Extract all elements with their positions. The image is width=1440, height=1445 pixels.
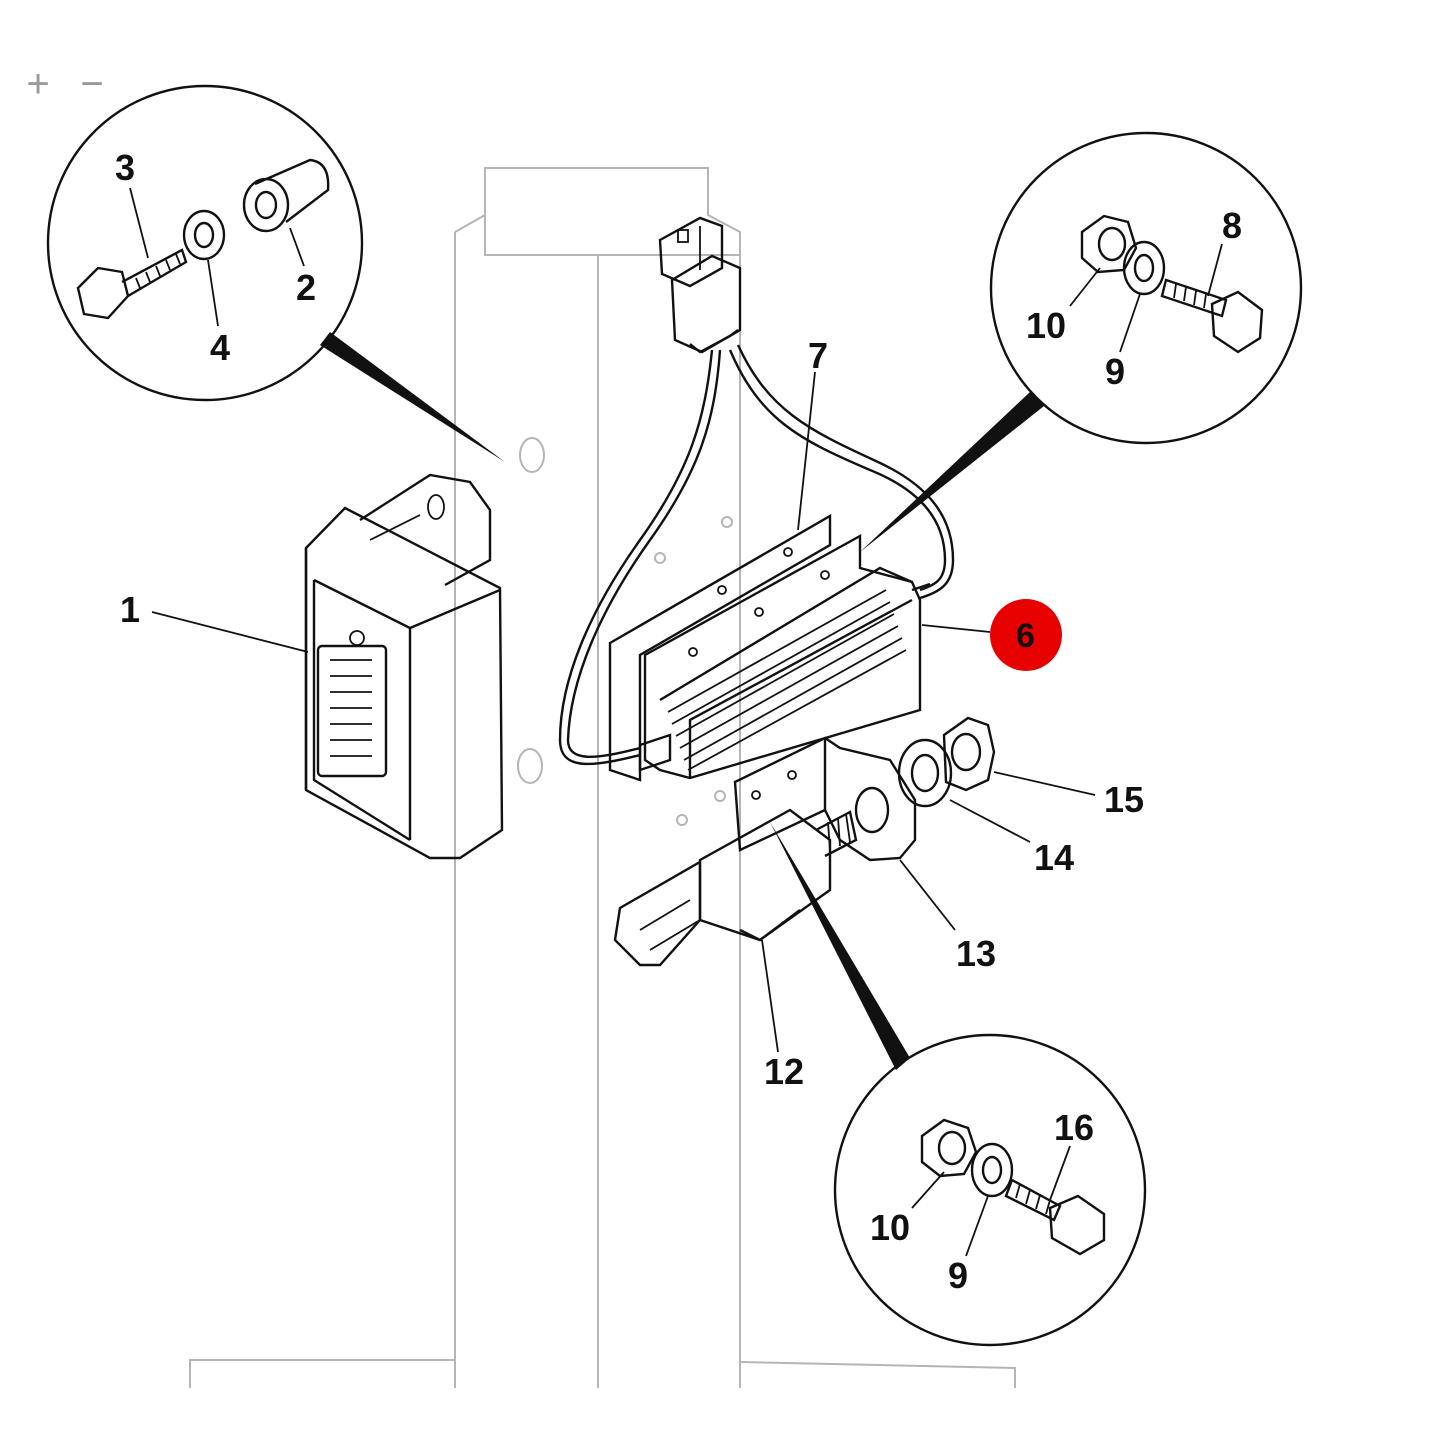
callout-15[interactable]: 15 xyxy=(1104,779,1144,820)
sensor-part-12[interactable] xyxy=(613,808,858,967)
callout-3[interactable]: 3 xyxy=(115,147,135,188)
callout-9-bottom[interactable]: 9 xyxy=(948,1255,968,1296)
nut-part-15[interactable] xyxy=(942,716,996,792)
washer-part-14[interactable] xyxy=(897,738,953,808)
callout-16[interactable]: 16 xyxy=(1054,1107,1094,1148)
resistor-heatsink-part-6[interactable] xyxy=(638,533,931,780)
callout-leaders xyxy=(151,371,1096,1053)
detail-circle-top-right xyxy=(860,131,1303,552)
callout-9-top[interactable]: 9 xyxy=(1105,351,1125,392)
mounting-bracket-part-13[interactable] xyxy=(733,736,917,862)
callout-8[interactable]: 8 xyxy=(1222,205,1242,246)
wire-harness xyxy=(558,344,955,766)
callout-13[interactable]: 13 xyxy=(956,933,996,974)
control-module-part-1[interactable] xyxy=(304,473,504,860)
callout-2[interactable]: 2 xyxy=(296,267,316,308)
zoom-in-button[interactable]: + xyxy=(26,62,50,106)
zoom-out-button[interactable]: − xyxy=(80,62,104,106)
callout-10-top[interactable]: 10 xyxy=(1026,305,1066,346)
detail-circle-top-left xyxy=(46,84,505,462)
mounting-post xyxy=(189,167,1016,1388)
connector-plug xyxy=(658,216,742,354)
bracket-part-7[interactable] xyxy=(608,513,832,782)
callout-12[interactable]: 12 xyxy=(764,1051,804,1092)
detail-circle-bottom-right xyxy=(770,822,1147,1347)
highlight-marker xyxy=(990,599,1062,671)
callout-10-bottom[interactable]: 10 xyxy=(870,1207,910,1248)
callout-6-selected[interactable]: 6 xyxy=(990,599,1062,671)
callout-14[interactable]: 14 xyxy=(1034,837,1074,878)
callout-1[interactable]: 1 xyxy=(120,589,140,630)
callout-7[interactable]: 7 xyxy=(808,335,828,376)
callout-labels: 1 2 3 4 6 7 8 9 10 12 13 14 15 16 9 10 xyxy=(115,147,1242,1296)
callout-4[interactable]: 4 xyxy=(210,327,230,368)
callout-6-label: 6 xyxy=(1016,617,1035,655)
